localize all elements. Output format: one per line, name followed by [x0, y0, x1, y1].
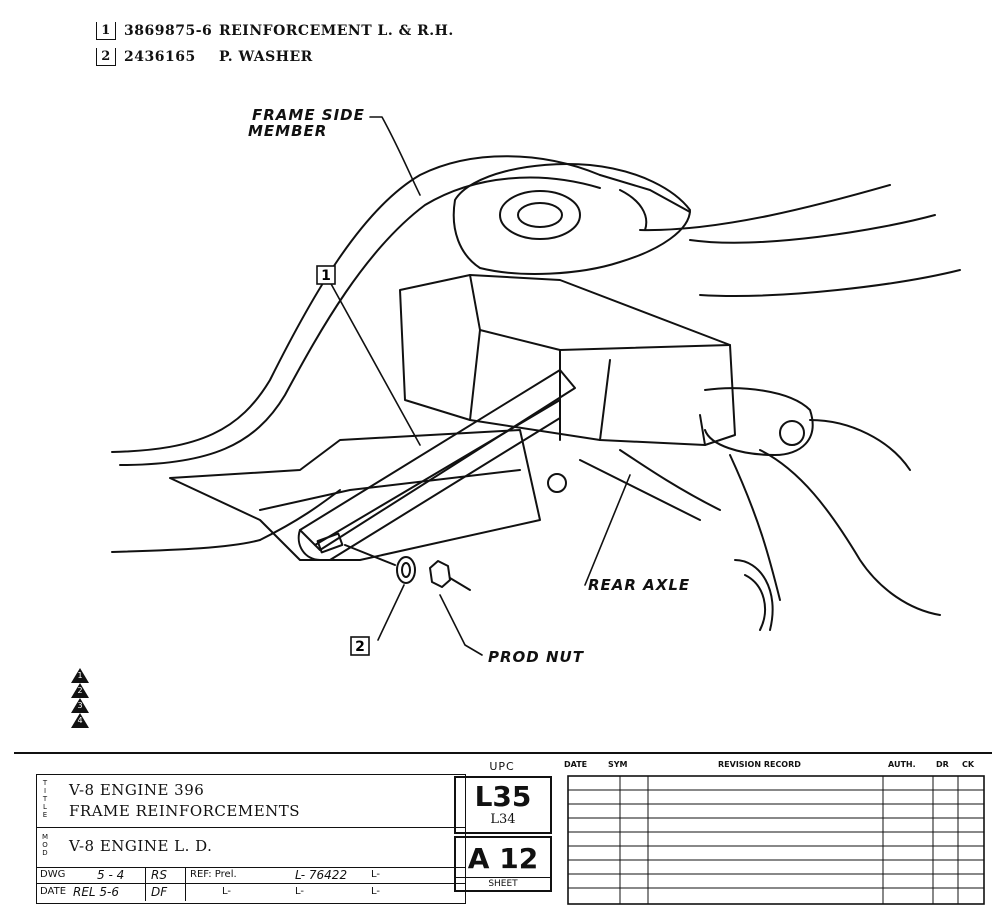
revision-triangle: 4 [71, 713, 89, 728]
revision-grid [567, 775, 985, 905]
ref-value-3: L- [222, 886, 232, 897]
parts-list: 1 3869875-6 REINFORCEMENT L. & R.H. 2 24… [96, 18, 454, 70]
rev-header-date: DATE [564, 760, 588, 769]
rear-axle-housing [704, 387, 814, 456]
revision-record: DATE SYM REVISION RECORD AUTH. DR CK [558, 760, 988, 906]
callout-rear-axle: REAR AXLE [588, 576, 690, 594]
ref-value-2: L- [371, 869, 381, 880]
dwg-value: 5 - 4 [97, 868, 125, 882]
title-line-1: V-8 ENGINE 396 [69, 781, 205, 799]
part-description: P. WASHER [219, 49, 313, 65]
part-number: 2 [96, 48, 116, 66]
part-description: REINFORCEMENT L. & R.H. [219, 23, 454, 39]
ref-value-1: L- 76422 [295, 868, 348, 882]
upc-header: UPC [489, 760, 515, 773]
callout-frame-side: FRAME SIDE [252, 106, 365, 124]
reinforcement-bar [299, 369, 576, 551]
frame-rail-upper-2 [689, 214, 936, 244]
ref-value-5: L- [371, 886, 381, 897]
callout-frame-member: MEMBER [248, 122, 327, 140]
upc-column: UPC L35 L34 A 12 SHEET [452, 760, 552, 892]
upc-code: L35 [474, 780, 532, 813]
rev-header-dr: DR [936, 760, 949, 769]
part-code: 3869875-6 [124, 23, 213, 39]
ref-box-1 [316, 265, 336, 285]
dwg-date-section: DWG 5 - 4 RS DATE REL 5-6 DF REF: Prel. … [37, 867, 465, 901]
date-label: DATE [40, 886, 67, 897]
frame-inner-curve [119, 176, 601, 466]
revision-triangle: 3 [71, 698, 89, 713]
frame-rail-lower [699, 269, 961, 297]
rev-header-revision: REVISION RECORD [718, 760, 801, 769]
date-initials: DF [151, 885, 168, 899]
dwg-initials: RS [151, 868, 167, 882]
frame-bracket [399, 274, 736, 446]
ref-value-4: L- [295, 886, 305, 897]
sheet-code: A 12 [467, 842, 539, 875]
ref-box-2-label: 2 [355, 639, 365, 655]
parts-list-item: 1 3869875-6 REINFORCEMENT L. & R.H. [96, 18, 454, 44]
upc-box: L35 L34 [454, 776, 552, 834]
date-value: REL 5-6 [73, 885, 120, 899]
frame-rail-upper [639, 184, 891, 232]
parts-list-item: 2 2436165 P. WASHER [96, 44, 454, 70]
revision-triangle: 1 [71, 668, 89, 683]
callout-prod-nut: PROD NUT [488, 648, 585, 666]
washer-shape [396, 556, 416, 584]
upc-sub: L34 [490, 812, 516, 827]
dwg-label: DWG [40, 869, 66, 880]
model-line: V-8 ENGINE L. D. [69, 837, 213, 855]
frame-outer-curve [111, 155, 601, 453]
part-number: 1 [96, 22, 116, 40]
spring-seat [452, 163, 691, 275]
revision-triangles: 1 2 3 4 [66, 668, 94, 728]
ref-box-1-label: 1 [321, 268, 331, 284]
ref-box-2 [350, 636, 370, 656]
lower-panel [169, 429, 541, 561]
ref-label: REF: Prel. [190, 869, 237, 880]
rev-header-ck: CK [962, 760, 975, 769]
spring-seat-hole [517, 202, 563, 228]
title-line-2: FRAME REINFORCEMENTS [69, 802, 301, 820]
part-code: 2436165 [124, 49, 196, 65]
sheet-box: A 12 SHEET [454, 836, 552, 892]
rev-header-sym: SYM [608, 760, 628, 769]
revision-triangle: 2 [71, 683, 89, 698]
rev-header-auth: AUTH. [888, 760, 916, 769]
assembly-drawing: 1 2 FRAME SIDE MEMBER REAR AXLE PROD NUT [111, 106, 961, 666]
sheet-label: SHEET [456, 877, 550, 890]
nut-shape [429, 560, 451, 588]
